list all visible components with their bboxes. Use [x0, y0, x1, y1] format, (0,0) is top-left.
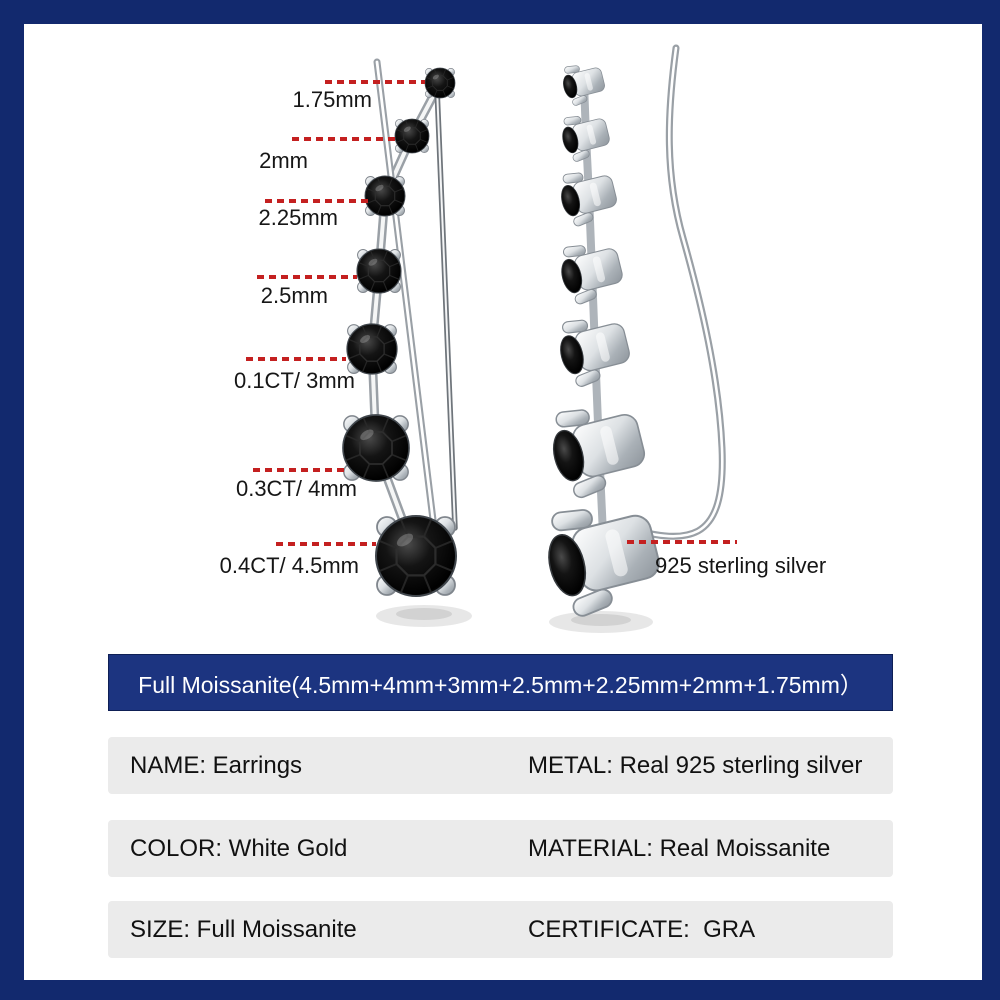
- spec-material: MATERIAL: Real Moissanite: [528, 834, 831, 862]
- stone-4mm: [342, 414, 410, 482]
- stone-2mm: [394, 118, 430, 154]
- callout-line-2mm: [292, 137, 396, 141]
- size-label-2-25mm: 2.25mm: [258, 205, 338, 230]
- size-label-4mm: 0.3CT/ 4mm: [235, 476, 357, 501]
- callout-line-2-25mm: [265, 199, 368, 203]
- callout-line-2-5mm: [257, 275, 357, 279]
- material-label: 925 sterling silver: [655, 553, 827, 578]
- spec-row-size-certificate: SIZE: Full Moissanite CERTIFICATE: GRA: [108, 901, 893, 958]
- callout-line-1-75mm: [325, 80, 425, 84]
- size-label-4-5mm: 0.4CT/ 4.5mm: [219, 553, 359, 578]
- spec-row-color-material: COLOR: White Gold MATERIAL: Real Moissan…: [108, 820, 893, 877]
- callout-line-3mm: [246, 357, 346, 361]
- callout-line-4mm: [253, 468, 349, 472]
- spec-row-name-metal: NAME: Earrings METAL: Real 925 sterling …: [108, 737, 893, 794]
- size-label-2mm: 2mm: [259, 148, 308, 173]
- reflections: [376, 605, 653, 633]
- stone-4-5mm: [374, 514, 458, 598]
- callout-line-silver: [627, 540, 737, 544]
- callout-line-4-5mm: [276, 542, 376, 546]
- size-label-1-75mm: 1.75mm: [292, 87, 372, 112]
- earrings-illustration: [342, 44, 726, 633]
- spec-metal: METAL: Real 925 sterling silver: [528, 751, 863, 779]
- stone-3mm: [346, 323, 398, 375]
- size-label-2-5mm: 2.5mm: [260, 283, 328, 308]
- side-setting: [558, 58, 609, 109]
- spec-color: COLOR: White Gold: [130, 834, 348, 862]
- front-earring: [342, 58, 458, 598]
- spec-name: NAME: Earrings: [130, 751, 303, 779]
- side-earring: [536, 44, 726, 623]
- size-label-3mm: 0.1CT/ 3mm: [233, 368, 355, 393]
- spec-size: SIZE: Full Moissanite: [130, 915, 357, 943]
- stone-2-25mm: [364, 175, 406, 217]
- size-banner: Full Moissanite(4.5mm+4mm+3mm+2.5mm+2.25…: [108, 654, 893, 711]
- stone-1-75mm: [424, 67, 456, 99]
- spec-certificate: CERTIFICATE: GRA: [528, 915, 756, 943]
- stone-2-5mm: [356, 248, 402, 294]
